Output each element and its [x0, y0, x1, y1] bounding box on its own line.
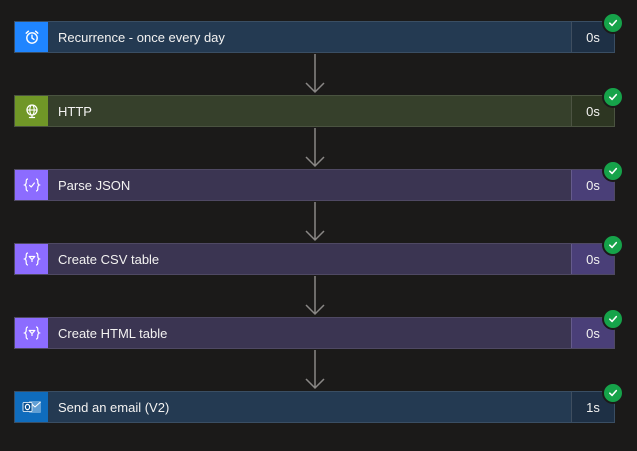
- step-title: Create HTML table: [58, 325, 168, 341]
- step-create-csv-table[interactable]: Create CSV table 0s: [14, 234, 624, 275]
- step-icon-box: [15, 96, 48, 126]
- step-icon-box: [15, 392, 48, 422]
- step-icon-box: [15, 318, 48, 348]
- step-title: Send an email (V2): [58, 399, 170, 415]
- step-create-html-table[interactable]: Create HTML table 0s: [14, 308, 624, 349]
- arrow-down-icon: [303, 202, 327, 242]
- success-check-icon: [602, 12, 624, 34]
- arrow-down-icon: [303, 350, 327, 390]
- step-title: Parse JSON: [58, 177, 131, 193]
- step-parse-json[interactable]: Parse JSON 0s: [14, 160, 624, 201]
- step-icon-box: [15, 170, 48, 200]
- success-check-icon: [602, 160, 624, 182]
- step-http[interactable]: HTTP 0s: [14, 86, 624, 127]
- step-title: Recurrence - once every day: [58, 29, 225, 45]
- arrow-down-icon: [303, 54, 327, 94]
- success-check-icon: [602, 86, 624, 108]
- step-title: HTTP: [58, 103, 92, 119]
- arrow-down-icon: [303, 128, 327, 168]
- success-check-icon: [602, 234, 624, 256]
- success-check-icon: [602, 382, 624, 404]
- json-braces-icon: [22, 177, 41, 193]
- data-operation-icon: [22, 325, 41, 341]
- arrow-down-icon: [303, 276, 327, 316]
- step-icon-box: [15, 22, 48, 52]
- step-icon-box: [15, 244, 48, 274]
- step-recurrence[interactable]: Recurrence - once every day 0s: [14, 12, 624, 53]
- globe-icon: [24, 103, 40, 119]
- step-title: Create CSV table: [58, 251, 160, 267]
- alarm-clock-icon: [24, 29, 40, 45]
- step-duration: 0s: [571, 22, 614, 52]
- data-operation-icon: [22, 251, 41, 267]
- success-check-icon: [602, 308, 624, 330]
- outlook-icon: [22, 399, 42, 415]
- step-send-email[interactable]: Send an email (V2) 1s: [14, 382, 624, 423]
